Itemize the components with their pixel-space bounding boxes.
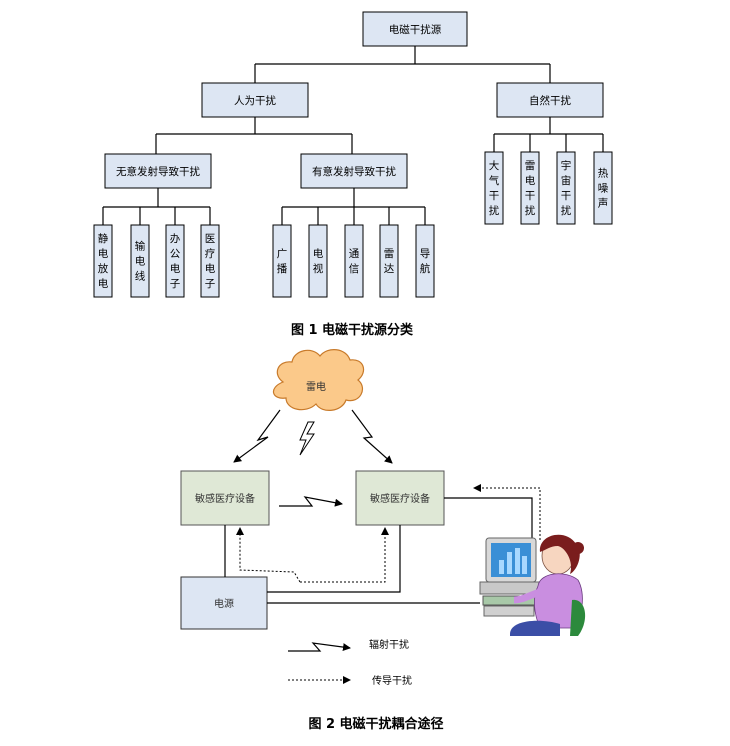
leaf-label: 输电线 <box>135 240 146 283</box>
leaf-box <box>520 151 540 225</box>
left-device-label: 敏感医疗设备 <box>195 492 255 505</box>
legend-radiation-symbol <box>288 642 351 652</box>
leaf-label: 电视 <box>313 247 324 275</box>
power-supply-box <box>180 576 268 630</box>
legend-conduction-label: 传导干扰 <box>372 674 412 687</box>
branch-man-made-label: 人为干扰 <box>234 94 276 107</box>
leaf-box <box>415 224 435 298</box>
group-unintentional-box <box>104 153 212 189</box>
leaf-box <box>556 151 576 225</box>
leaf-label: 导航 <box>420 248 431 275</box>
group-intentional-box <box>300 153 408 189</box>
leaf-label: 静电放电 <box>98 232 109 290</box>
leaf-box <box>165 224 185 298</box>
figure1-caption: 图 1 电磁干扰源分类 <box>291 322 414 338</box>
radiation-device-to-device <box>279 496 343 507</box>
branch-natural-label: 自然干扰 <box>529 94 571 107</box>
legend: 辐射干扰 传导干扰 <box>288 638 412 687</box>
conduction-path-computer <box>473 484 541 540</box>
chair-icon <box>570 599 586 636</box>
person-hair <box>539 534 580 574</box>
leaf-box <box>593 151 613 225</box>
figure2-caption: 图 2 电磁干扰耦合途径 <box>308 716 443 732</box>
leaf-box <box>93 224 113 298</box>
tree-root-box <box>362 11 468 47</box>
leaf-label: 雷达 <box>384 248 395 275</box>
leaf-label: 宇宙干扰 <box>561 159 572 217</box>
branch-natural-box <box>496 82 604 118</box>
legend-radiation-label: 辐射干扰 <box>369 638 409 651</box>
leaf-box <box>272 224 292 298</box>
tree-root-label: 电磁干扰源 <box>389 23 442 36</box>
lightning-cloud: 雷电 <box>273 349 365 411</box>
leaf-box <box>200 224 220 298</box>
leaf-label: 大气干扰 <box>489 159 500 217</box>
leaf-label: 医疗电子 <box>205 233 216 290</box>
group-intentional-label: 有意发射导致干扰 <box>312 165 396 178</box>
conduction-path-left <box>236 527 301 583</box>
lightning-icon <box>299 421 315 456</box>
figure2-coupling: 雷电 敏感医疗设备 敏感医疗设备 电源 <box>180 349 586 732</box>
power-supply-label: 电源 <box>214 597 234 610</box>
group-unintentional-label: 无意发射导致干扰 <box>116 165 200 178</box>
cloud-label: 雷电 <box>306 380 326 393</box>
person-legs <box>510 620 560 636</box>
leaf-box <box>379 224 399 298</box>
left-medical-device <box>180 470 270 526</box>
leaf-label: 通信 <box>349 248 360 275</box>
leaf-label: 雷电干扰 <box>525 160 536 217</box>
leaf-box <box>344 224 364 298</box>
leaf-box <box>308 224 328 298</box>
computer-operator-illustration <box>479 534 586 636</box>
bolt-to-left-device <box>233 409 281 463</box>
bolt-to-right-device <box>351 409 393 464</box>
conduction-path-right <box>300 527 389 583</box>
figure1-tree: 电磁干扰源 人为干扰 自然干扰 无意发射导致干扰 有意发射导致干扰 静电放电 输电… <box>93 11 613 338</box>
right-device-label: 敏感医疗设备 <box>370 492 430 505</box>
leaf-box <box>130 224 150 298</box>
leaf-box <box>484 151 504 225</box>
leaf-label: 办公电子 <box>170 232 181 290</box>
leaf-label: 热噪声 <box>598 167 609 210</box>
leaf-label: 广播 <box>277 248 288 275</box>
